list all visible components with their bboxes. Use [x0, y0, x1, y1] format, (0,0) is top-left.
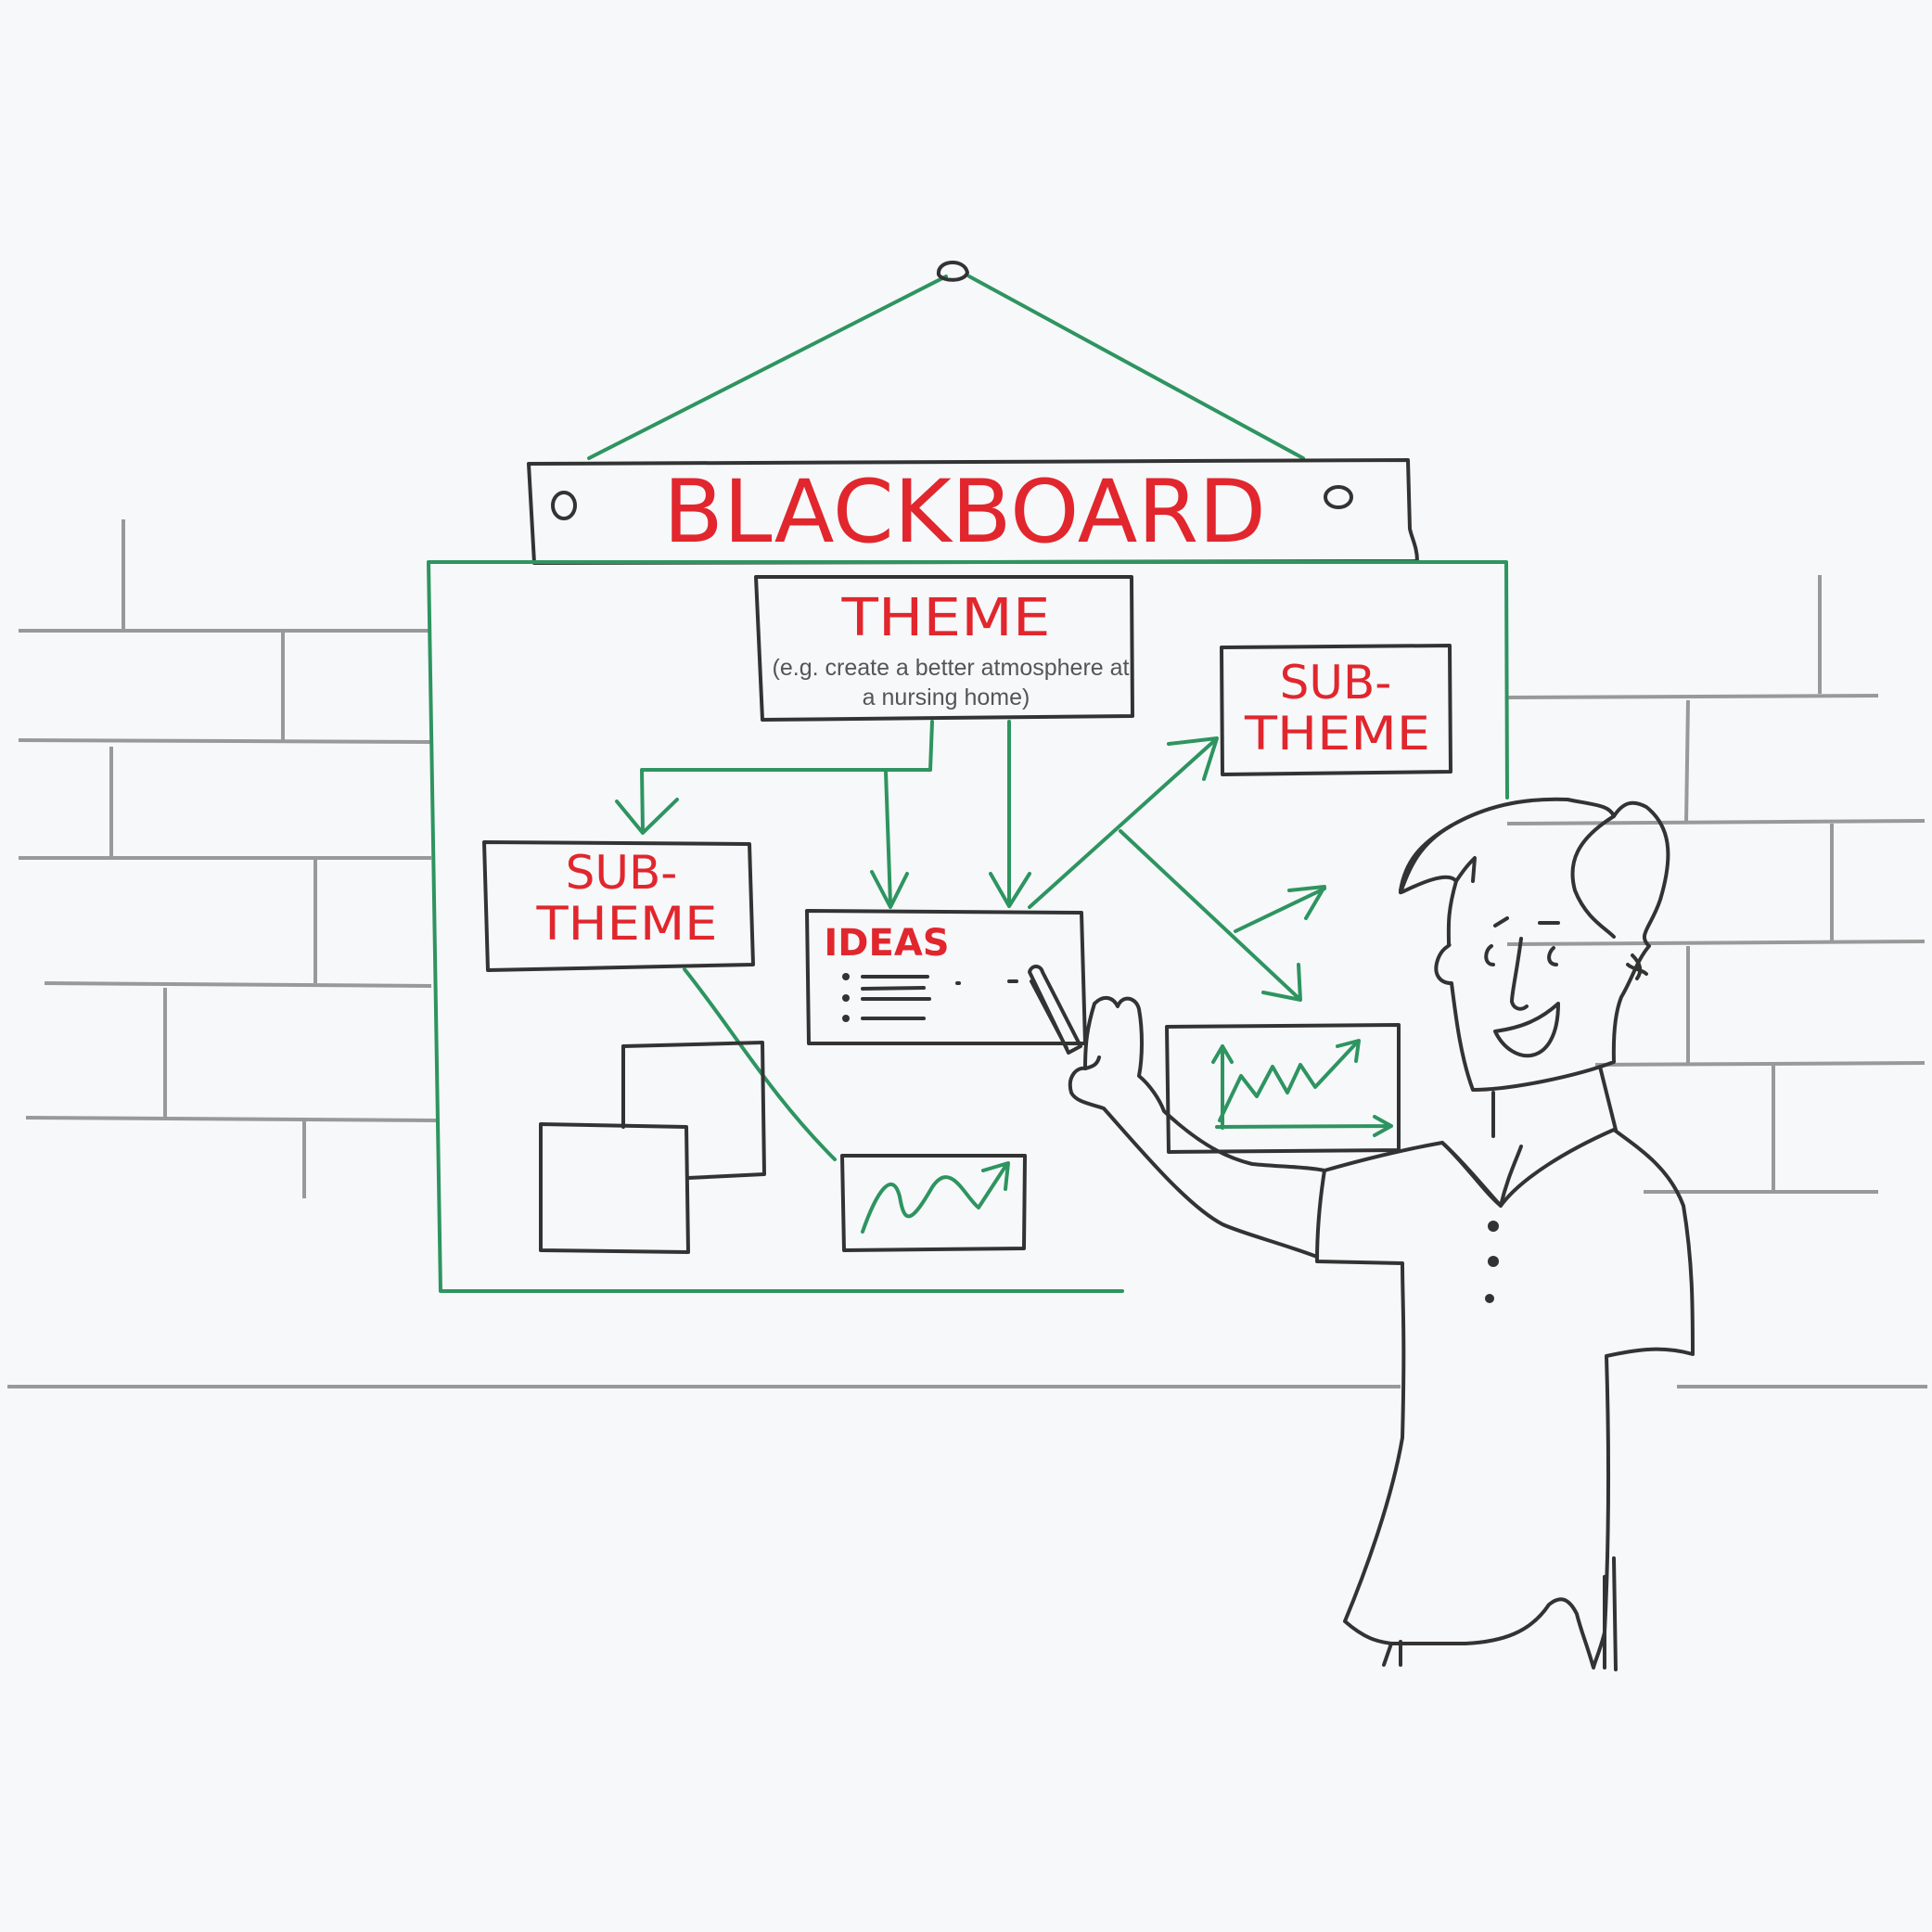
raised-arm	[1068, 995, 1326, 1259]
person-illustration	[1068, 797, 1695, 1671]
mini-chart-right	[1165, 1023, 1401, 1154]
subtheme-left-line-1: SUB-	[566, 846, 678, 900]
shirt	[1315, 1128, 1695, 1670]
theme-example-line-2: a nursing home)	[863, 685, 1030, 710]
hanging-string	[587, 261, 1305, 460]
ideas-box: IDEAS	[805, 909, 1087, 1055]
theme-title: THEME	[840, 588, 1050, 648]
subtheme-right-line-1: SUB-	[1280, 656, 1392, 710]
banner: BLACKBOARD	[527, 458, 1419, 565]
head	[1398, 797, 1670, 1092]
subtheme-right-line-2: THEME	[1244, 707, 1430, 761]
theme-box: THEME (e.g. create a better atmosphere a…	[754, 575, 1134, 722]
theme-example-line-1: (e.g. create a better atmosphere at	[773, 655, 1130, 681]
banner-hole-left-icon	[551, 491, 577, 520]
mini-chart-bottom	[840, 1154, 1027, 1252]
banner-title: BLACKBOARD	[663, 462, 1266, 563]
subtheme-left-box: SUB- THEME	[482, 840, 755, 972]
connector-arrows	[615, 720, 1326, 1161]
ideas-title: IDEAS	[824, 922, 949, 965]
ideas-bullet-list	[842, 973, 1018, 1022]
overlapping-squares	[539, 1041, 766, 1254]
nail-icon	[937, 261, 969, 282]
brick-wall	[7, 519, 1927, 1388]
board-frame	[427, 560, 1509, 1293]
banner-hole-right-icon	[1324, 485, 1353, 509]
subtheme-left-line-2: THEME	[535, 897, 717, 951]
pen-icon	[1028, 965, 1082, 1055]
subtheme-right-box: SUB- THEME	[1220, 644, 1452, 776]
